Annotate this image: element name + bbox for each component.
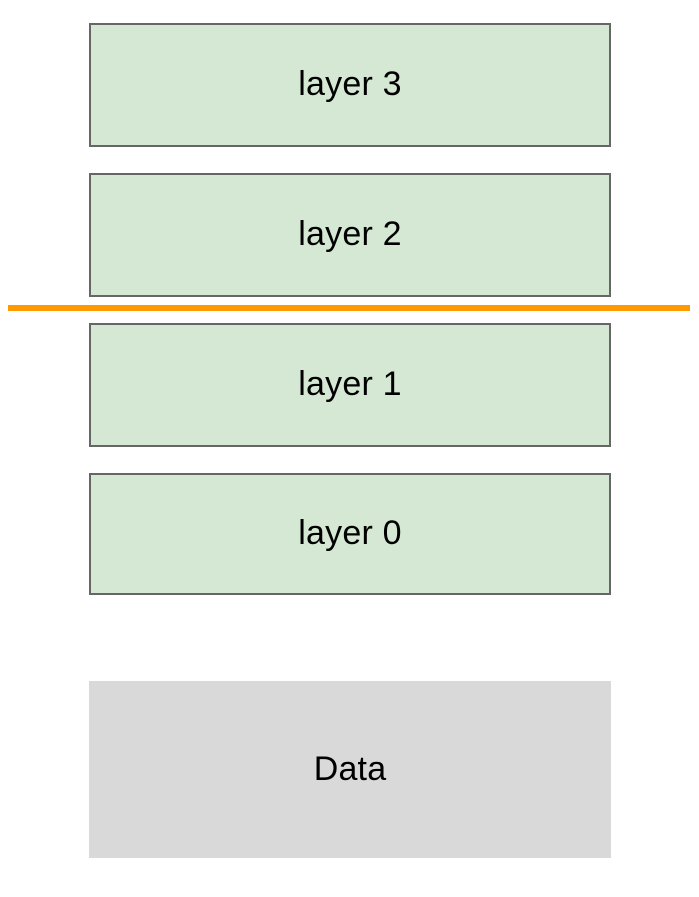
block-label-layer-0: layer 0 — [298, 514, 402, 553]
block-label-data: Data — [313, 749, 387, 788]
block-layer-0[interactable]: layer 0 — [89, 473, 611, 595]
block-data[interactable]: Data — [89, 681, 611, 858]
block-label-layer-2: layer 2 — [298, 215, 402, 254]
block-label-layer-1: layer 1 — [298, 365, 402, 404]
block-layer-1[interactable]: layer 1 — [89, 323, 611, 447]
split-divider-line — [8, 305, 690, 311]
block-label-layer-3: layer 3 — [298, 65, 402, 104]
block-layer-2[interactable]: layer 2 — [89, 173, 611, 297]
block-layer-3[interactable]: layer 3 — [89, 23, 611, 147]
